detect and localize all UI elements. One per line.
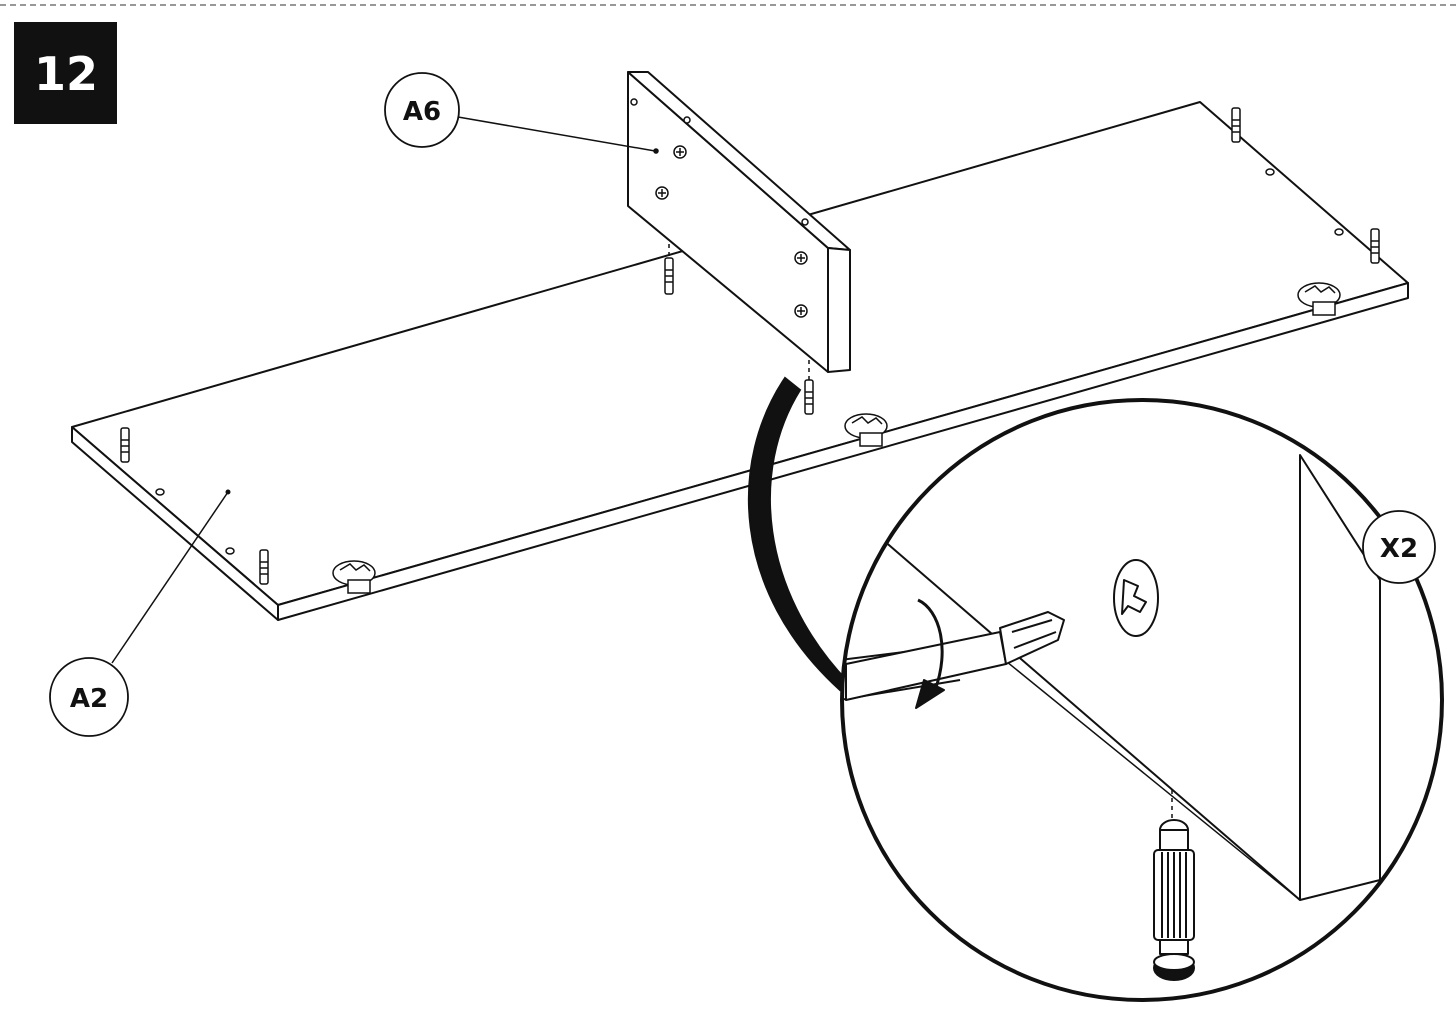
screwdriver (845, 611, 1065, 701)
cam-bolt-pin (804, 379, 814, 415)
cam-hole (794, 251, 808, 265)
cam-lock (1297, 282, 1341, 316)
cam-locks (332, 282, 1341, 594)
cam-bolt-pins (120, 107, 1380, 585)
cam-bolt-pin (1370, 228, 1380, 264)
cam-bolt-pin (664, 257, 674, 295)
step-number-badge: 12 (14, 22, 117, 124)
callout-a6: A6 (384, 72, 656, 152)
cam-lock-detail (1113, 559, 1159, 637)
rotation-arrow (915, 598, 945, 709)
panel-a2-board (71, 101, 1409, 621)
detail-zoom-circle (840, 398, 1444, 1002)
callout-quantity-x2: X2 (1362, 510, 1436, 584)
cam-bolt-detail (1153, 819, 1195, 981)
cam-hole (673, 145, 687, 159)
panel-a2-holes (155, 168, 1344, 555)
callout-a2: A2 (49, 489, 231, 737)
cam-bolt-pin (259, 549, 269, 585)
cam-bolt-pin (1231, 107, 1241, 143)
callout-a6-label: A6 (403, 97, 441, 127)
cam-hole (655, 186, 669, 200)
step-number: 12 (34, 47, 98, 101)
cam-lock (332, 560, 376, 594)
cam-lock (844, 413, 888, 447)
callout-a2-label: A2 (70, 684, 108, 714)
alignment-guides (668, 228, 810, 380)
cam-bolt-pin (120, 427, 130, 463)
panel-a6-holes (630, 98, 809, 318)
quantity-label: X2 (1380, 534, 1418, 564)
cam-hole (794, 304, 808, 318)
